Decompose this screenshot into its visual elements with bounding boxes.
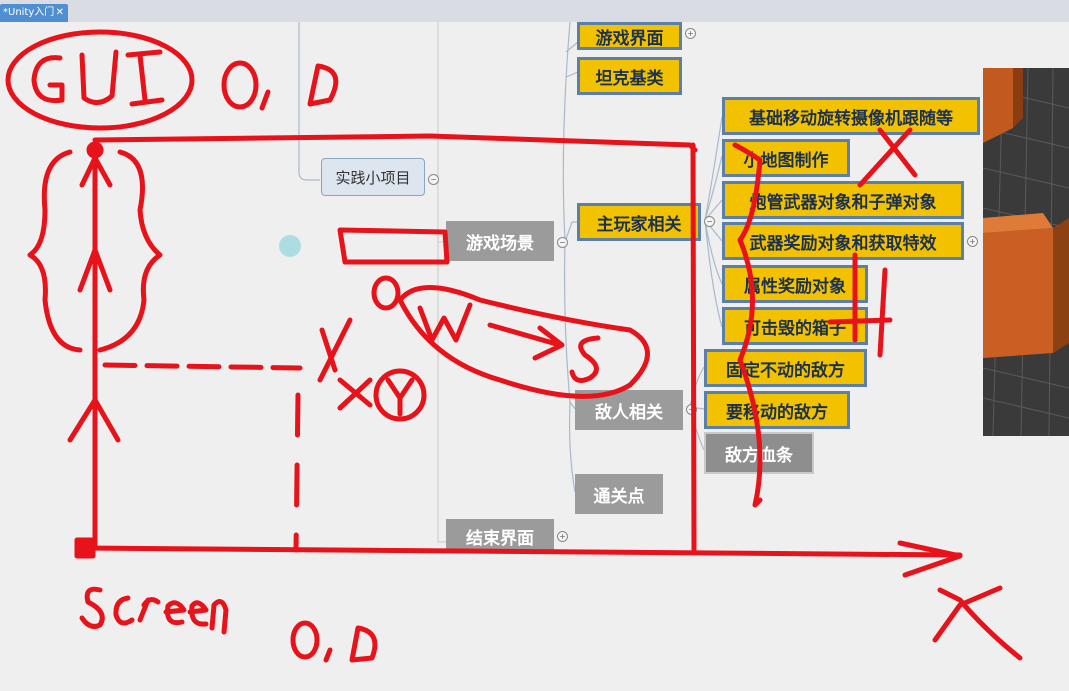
plus-circle-icon[interactable]: +: [685, 28, 696, 39]
node-checkpoint[interactable]: 通关点: [575, 474, 663, 514]
node-game-ui[interactable]: 游戏界面: [577, 22, 682, 50]
tab-bar: *Unity入门 ✕: [0, 0, 1069, 22]
node-fixed-enemy[interactable]: 固定不动的敌方: [704, 349, 867, 387]
node-game-scene[interactable]: 游戏场景: [446, 221, 554, 261]
node-moving-enemy[interactable]: 要移动的敌方: [704, 391, 850, 429]
node-box[interactable]: 可击毁的箱子: [722, 307, 868, 345]
minus-circle-icon[interactable]: −: [686, 404, 697, 415]
mindmap-canvas[interactable]: 实践小项目 − 游戏场景 − 结束界面 + 游戏界面 + 坦克基类 主玩家相关 …: [0, 22, 1069, 691]
node-practice-project[interactable]: 实践小项目: [321, 158, 425, 196]
node-player[interactable]: 主玩家相关: [577, 203, 701, 241]
minus-circle-icon[interactable]: −: [557, 237, 568, 248]
node-minimap[interactable]: 小地图制作: [722, 139, 850, 177]
node-enemy-hp[interactable]: 敌方血条: [704, 432, 814, 474]
tab-title: *Unity入门: [3, 7, 55, 18]
node-basic-move[interactable]: 基础移动旋转摄像机跟随等: [722, 97, 980, 135]
node-attr-reward[interactable]: 属性奖励对象: [722, 265, 868, 303]
node-weapon[interactable]: 炮管武器对象和子弹对象: [722, 181, 964, 219]
scene-preview-image: [983, 68, 1069, 436]
node-enemy[interactable]: 敌人相关: [575, 390, 683, 430]
cursor-highlight: [279, 235, 301, 257]
minus-circle-icon[interactable]: −: [428, 174, 439, 185]
tab-unity-intro[interactable]: *Unity入门 ✕: [0, 4, 68, 22]
plus-circle-icon[interactable]: +: [967, 236, 978, 247]
minus-circle-icon[interactable]: −: [704, 216, 715, 227]
grid-floor: [983, 68, 1069, 436]
plus-circle-icon[interactable]: +: [557, 531, 568, 542]
node-tank-base[interactable]: 坦克基类: [577, 57, 682, 95]
node-end-screen[interactable]: 结束界面: [446, 519, 554, 553]
node-weapon-reward[interactable]: 武器奖励对象和获取特效: [722, 222, 964, 260]
close-icon[interactable]: ✕: [55, 7, 64, 18]
